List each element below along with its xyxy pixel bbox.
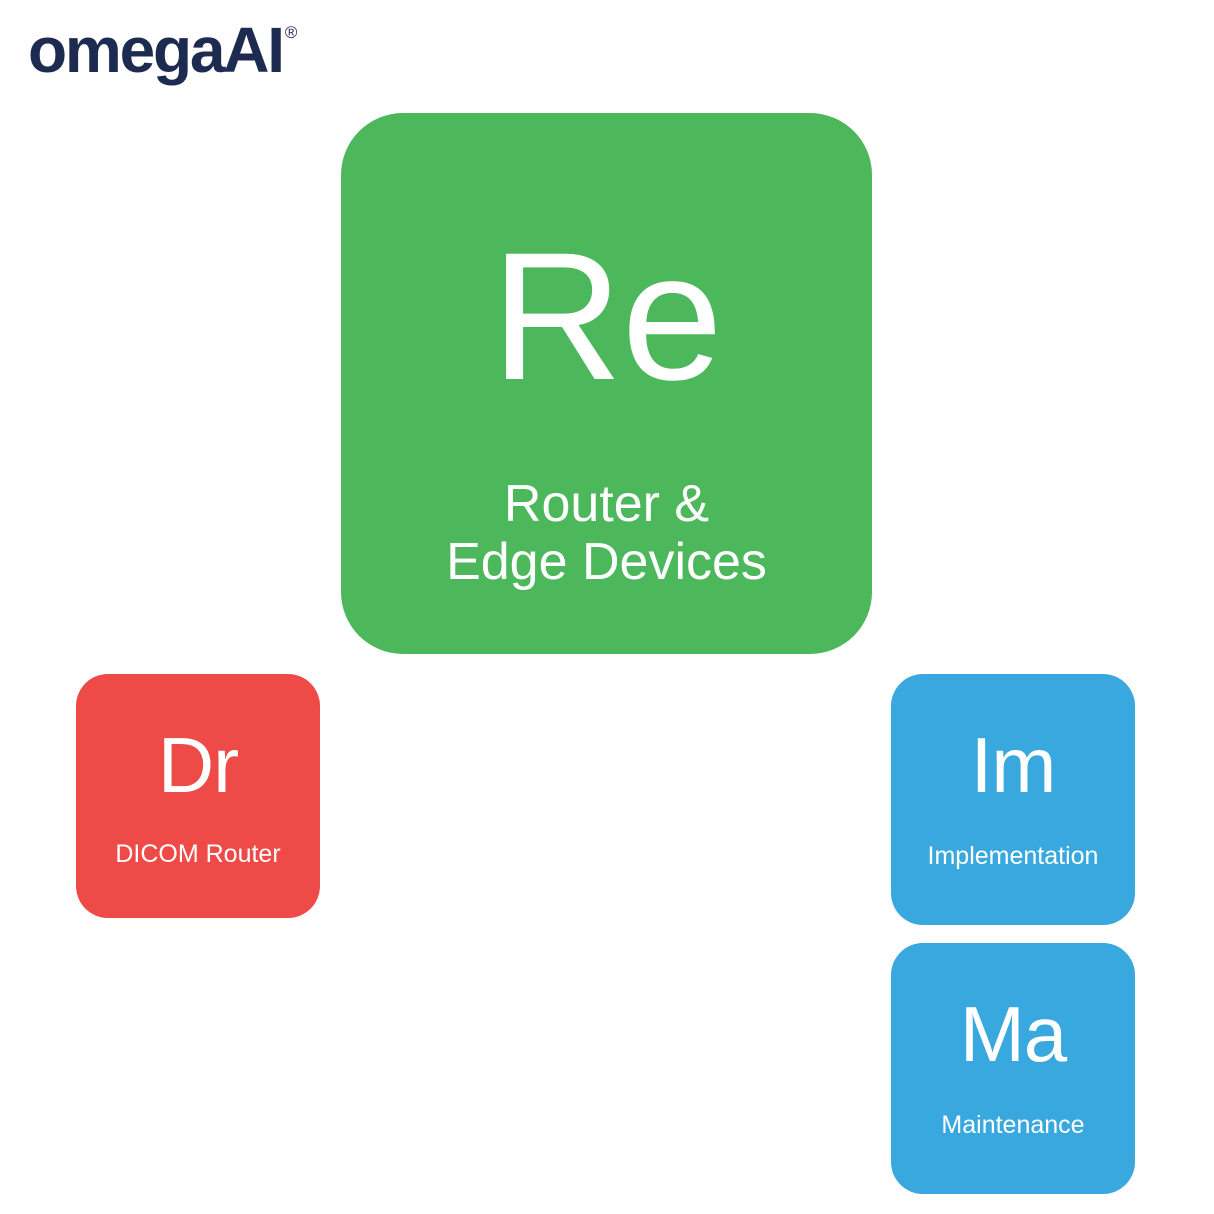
tile-symbol: Ma xyxy=(959,990,1067,1078)
tile-label: Router & Edge Devices xyxy=(446,475,767,592)
tile-label: Maintenance xyxy=(941,1111,1085,1139)
registered-trademark-icon: ® xyxy=(284,23,298,42)
tile-router-edge-devices[interactable]: Re Router & Edge Devices xyxy=(341,113,872,654)
brand-logo[interactable]: omegaAI ® xyxy=(28,18,297,82)
tile-symbol: Im xyxy=(970,721,1057,809)
tile-implementation[interactable]: Im Implementation xyxy=(891,674,1135,925)
tile-maintenance[interactable]: Ma Maintenance xyxy=(891,943,1135,1194)
tile-symbol: Re xyxy=(491,214,723,418)
tile-symbol: Dr xyxy=(157,721,239,809)
tile-dicom-router[interactable]: Dr DICOM Router xyxy=(76,674,320,918)
tile-label: DICOM Router xyxy=(115,840,281,868)
tile-label: Implementation xyxy=(927,842,1099,870)
brand-wordmark: omegaAI xyxy=(28,14,285,86)
